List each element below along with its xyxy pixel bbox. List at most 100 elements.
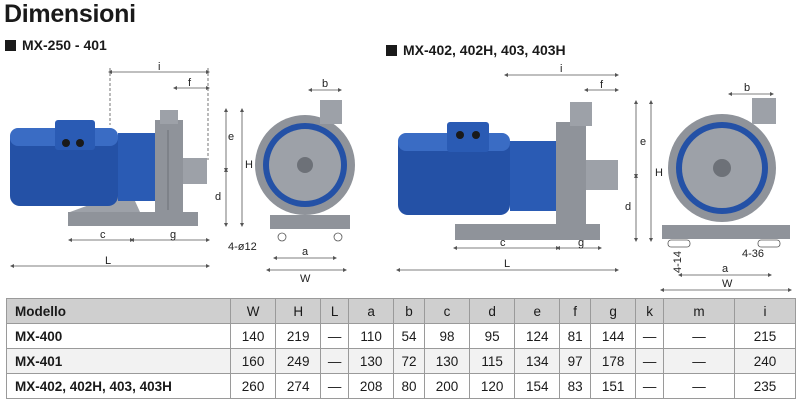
dim-label-b: b [322, 78, 328, 90]
table-cell: 54 [393, 323, 425, 349]
table-cell: — [663, 348, 735, 374]
table-header-cell: e [514, 298, 561, 324]
table-header-cell: i [734, 298, 796, 324]
table-header-cell: f [559, 298, 592, 324]
pump-side-view-large [398, 102, 618, 240]
table-cell: 80 [393, 373, 425, 399]
table-cell: 219 [275, 323, 322, 349]
model-group-label-2: MX-402, 402H, 403, 403H [403, 42, 566, 58]
table-cell: 260 [229, 373, 277, 399]
table-cell: — [635, 373, 664, 399]
dim-label-c: c [100, 229, 106, 241]
dim-label-W: W [300, 273, 311, 285]
table-header-cell: a [348, 298, 395, 324]
table-cell: 249 [275, 348, 322, 374]
dim-label-H: H [245, 159, 253, 171]
table-cell: MX-401 [6, 348, 231, 374]
hole-label-large-b: 4-36 [742, 248, 764, 260]
table-cell: 274 [275, 373, 322, 399]
table-cell: 144 [590, 323, 637, 349]
table-cell: — [663, 373, 735, 399]
table-cell: — [320, 348, 350, 374]
model-group-heading-1: MX-250 - 401 [5, 37, 107, 53]
model-group-heading-2: MX-402, 402H, 403, 403H [386, 42, 566, 58]
table-header-cell: L [320, 298, 350, 324]
table-cell: — [635, 348, 664, 374]
page-title: Dimensioni [4, 0, 136, 28]
dimension-lines-side-large [396, 73, 653, 272]
table-header-cell: g [590, 298, 637, 324]
dim-label-g: g [578, 237, 584, 249]
table-cell: 72 [393, 348, 425, 374]
bullet-square-icon [5, 39, 16, 51]
pump-front-view-small [255, 100, 355, 229]
dim-label-f: f [600, 79, 604, 91]
table-cell: 178 [590, 348, 637, 374]
dim-label-i: i [158, 61, 160, 73]
dim-label-c: c [500, 237, 506, 249]
table-cell: 151 [590, 373, 637, 399]
table-cell: 215 [734, 323, 796, 349]
table-cell: 240 [734, 348, 796, 374]
dim-label-f: f [188, 77, 192, 89]
table-cell: 134 [514, 348, 561, 374]
table-cell: 208 [348, 373, 395, 399]
table-cell: 81 [559, 323, 592, 349]
table-cell: 83 [559, 373, 592, 399]
table-cell: 140 [229, 323, 277, 349]
table-row: MX-402, 402H, 403, 403H 260 274 — 208 80… [6, 373, 796, 399]
dim-label-L: L [504, 258, 510, 270]
table-cell: 130 [348, 348, 395, 374]
table-cell: 235 [734, 373, 796, 399]
bullet-square-icon [386, 44, 397, 56]
table-header-row: Modello W H L a b c d e f g k m i [6, 298, 796, 324]
table-cell: 97 [559, 348, 592, 374]
model-group-label-1: MX-250 - 401 [22, 37, 107, 53]
table-row: MX-401 160 249 — 130 72 130 115 134 97 1… [6, 348, 796, 374]
dim-label-g: g [170, 229, 176, 241]
dim-label-i: i [560, 63, 562, 75]
technical-drawings: i f e H d c g L b 4-ø12 a W [10, 61, 792, 292]
dimension-lines-side-small [10, 68, 244, 268]
pump-front-view-large [662, 98, 790, 239]
dim-label-e: e [228, 131, 234, 143]
table-cell: MX-400 [6, 323, 231, 349]
table-cell: — [663, 323, 735, 349]
table-cell: 110 [348, 323, 395, 349]
dimensions-table: Modello W H L a b c d e f g k m i MX-400… [6, 298, 796, 399]
table-cell: 115 [469, 348, 516, 374]
table-header-cell: m [663, 298, 735, 324]
dim-label-W: W [722, 278, 733, 290]
table-header-cell: d [469, 298, 516, 324]
table-cell: — [320, 373, 350, 399]
dim-label-d: d [215, 191, 221, 203]
dim-label-L: L [105, 255, 111, 267]
dim-label-e: e [640, 136, 646, 148]
table-cell: 200 [423, 373, 471, 399]
pump-side-view-small [10, 110, 207, 226]
table-cell: — [320, 323, 350, 349]
dim-label-d: d [625, 201, 631, 213]
table-header-cell: H [275, 298, 322, 324]
dimension-lines-front-large [660, 92, 792, 292]
table-cell: 120 [469, 373, 516, 399]
table-cell: MX-402, 402H, 403, 403H [6, 373, 231, 399]
table-header-cell: Modello [6, 298, 231, 324]
dim-label-a: a [722, 263, 729, 275]
table-row: MX-400 140 219 — 110 54 98 95 124 81 144… [6, 323, 796, 349]
hole-label-small: 4-ø12 [228, 241, 257, 253]
dim-label-b: b [744, 82, 750, 94]
table-header-cell: b [393, 298, 425, 324]
table-header-cell: W [229, 298, 277, 324]
dim-label-H: H [655, 167, 663, 179]
dimension-lines-front-small [266, 88, 347, 272]
table-cell: — [635, 323, 664, 349]
table-cell: 95 [469, 323, 516, 349]
table-cell: 98 [423, 323, 471, 349]
table-header-cell: c [423, 298, 471, 324]
table-header-cell: k [635, 298, 664, 324]
table-cell: 154 [514, 373, 561, 399]
table-cell: 124 [514, 323, 561, 349]
dim-label-a: a [302, 246, 309, 258]
table-cell: 130 [423, 348, 471, 374]
